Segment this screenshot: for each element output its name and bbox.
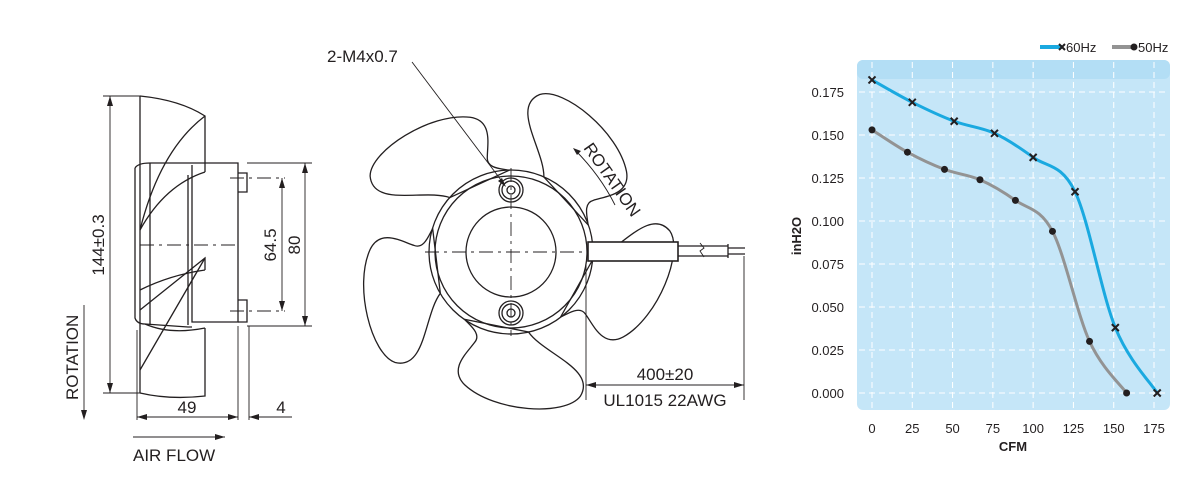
outer-dimension-label: 80 — [285, 236, 304, 255]
x-tick-labels: 0 25 50 75 100 125 150 175 — [868, 421, 1164, 436]
depth-label: 49 — [178, 398, 197, 417]
x-tick-label: 175 — [1143, 421, 1165, 436]
y-tick-label: 0.175 — [811, 85, 844, 100]
airflow-label: AIR FLOW — [133, 446, 215, 465]
y-tick-label: 0.100 — [811, 214, 844, 229]
wire-spec-label: UL1015 22AWG — [603, 391, 726, 410]
screw-label: 2-M4x0.7 — [327, 47, 398, 66]
data-point-60Hz — [908, 98, 917, 107]
dimension-lines — [81, 95, 312, 440]
x-tick-label: 50 — [945, 421, 959, 436]
side-fan-outline — [134, 95, 285, 399]
grid-lines — [859, 62, 1168, 408]
fan-blade — [457, 318, 584, 410]
data-point-50Hz — [868, 126, 876, 134]
data-point-60Hz — [1070, 187, 1080, 196]
inner-dimension-label: 64.5 — [261, 228, 280, 261]
data-point-50Hz — [976, 176, 984, 184]
x-tick-label: 25 — [905, 421, 919, 436]
side-view: 144±0.3 64.5 80 49 4 ROTATION AIR FLOW — [63, 95, 312, 465]
lead-dimension-line — [585, 256, 745, 400]
data-point-60Hz — [1111, 323, 1120, 332]
side-rotation-label: ROTATION — [63, 315, 82, 400]
performance-chart: 0 25 50 75 100 125 150 175 0.000 0.025 0.050 0.075… — [789, 40, 1170, 454]
y-tick-labels: 0.000 0.025 0.050 0.075 0.100 0.125 0.150 0.175 — [811, 85, 844, 401]
y-tick-label: 0.025 — [811, 343, 844, 358]
diameter-label: 144±0.3 — [89, 214, 108, 275]
plot-top-band — [857, 60, 1170, 79]
series-layer — [867, 75, 1162, 398]
y-tick-label: 0.050 — [811, 300, 844, 315]
y-tick-label: 0.150 — [811, 128, 844, 143]
data-point-50Hz — [941, 165, 949, 173]
y-tick-label: 0.000 — [811, 386, 844, 401]
fan-blades — [363, 93, 675, 410]
legend: 60Hz 50Hz — [1040, 40, 1168, 55]
fan-blade — [363, 226, 442, 364]
front-view: 2-M4x0.7 ROTATION 400±20 UL1015 22AWG — [327, 47, 745, 410]
screw-leader-line — [411, 61, 505, 185]
data-point-60Hz — [1153, 388, 1162, 398]
rotation-arrow — [574, 149, 616, 206]
fan-blade — [369, 116, 511, 199]
data-point-50Hz — [1123, 389, 1131, 397]
x-axis-label: CFM — [999, 439, 1027, 454]
data-point-60Hz — [990, 129, 999, 138]
data-point-60Hz — [949, 117, 959, 126]
fan-blade — [527, 93, 628, 227]
x-tick-label: 150 — [1103, 421, 1125, 436]
data-point-50Hz — [903, 148, 911, 156]
x-tick-label: 0 — [868, 421, 875, 436]
y-axis-label: inH2O — [789, 217, 804, 255]
data-point-50Hz — [1011, 196, 1019, 204]
plot-background — [857, 60, 1170, 410]
legend-label-60Hz: 60Hz — [1066, 40, 1096, 55]
y-tick-label: 0.075 — [811, 257, 844, 272]
data-point-60Hz — [1028, 153, 1038, 162]
lead-length-label: 400±20 — [637, 365, 694, 384]
lead-cable — [587, 241, 745, 262]
fan-blade — [559, 223, 675, 341]
y-tick-label: 0.125 — [811, 171, 844, 186]
x-tick-label: 100 — [1022, 421, 1044, 436]
data-point-50Hz — [1086, 337, 1094, 345]
x-tick-label: 75 — [986, 421, 1000, 436]
data-point-50Hz — [1048, 227, 1056, 235]
legend-label-50Hz: 50Hz — [1138, 40, 1168, 55]
x-tick-label: 125 — [1063, 421, 1085, 436]
series-line-60Hz — [871, 78, 1159, 394]
flange-label: 4 — [276, 398, 285, 417]
data-point-60Hz — [867, 75, 877, 85]
